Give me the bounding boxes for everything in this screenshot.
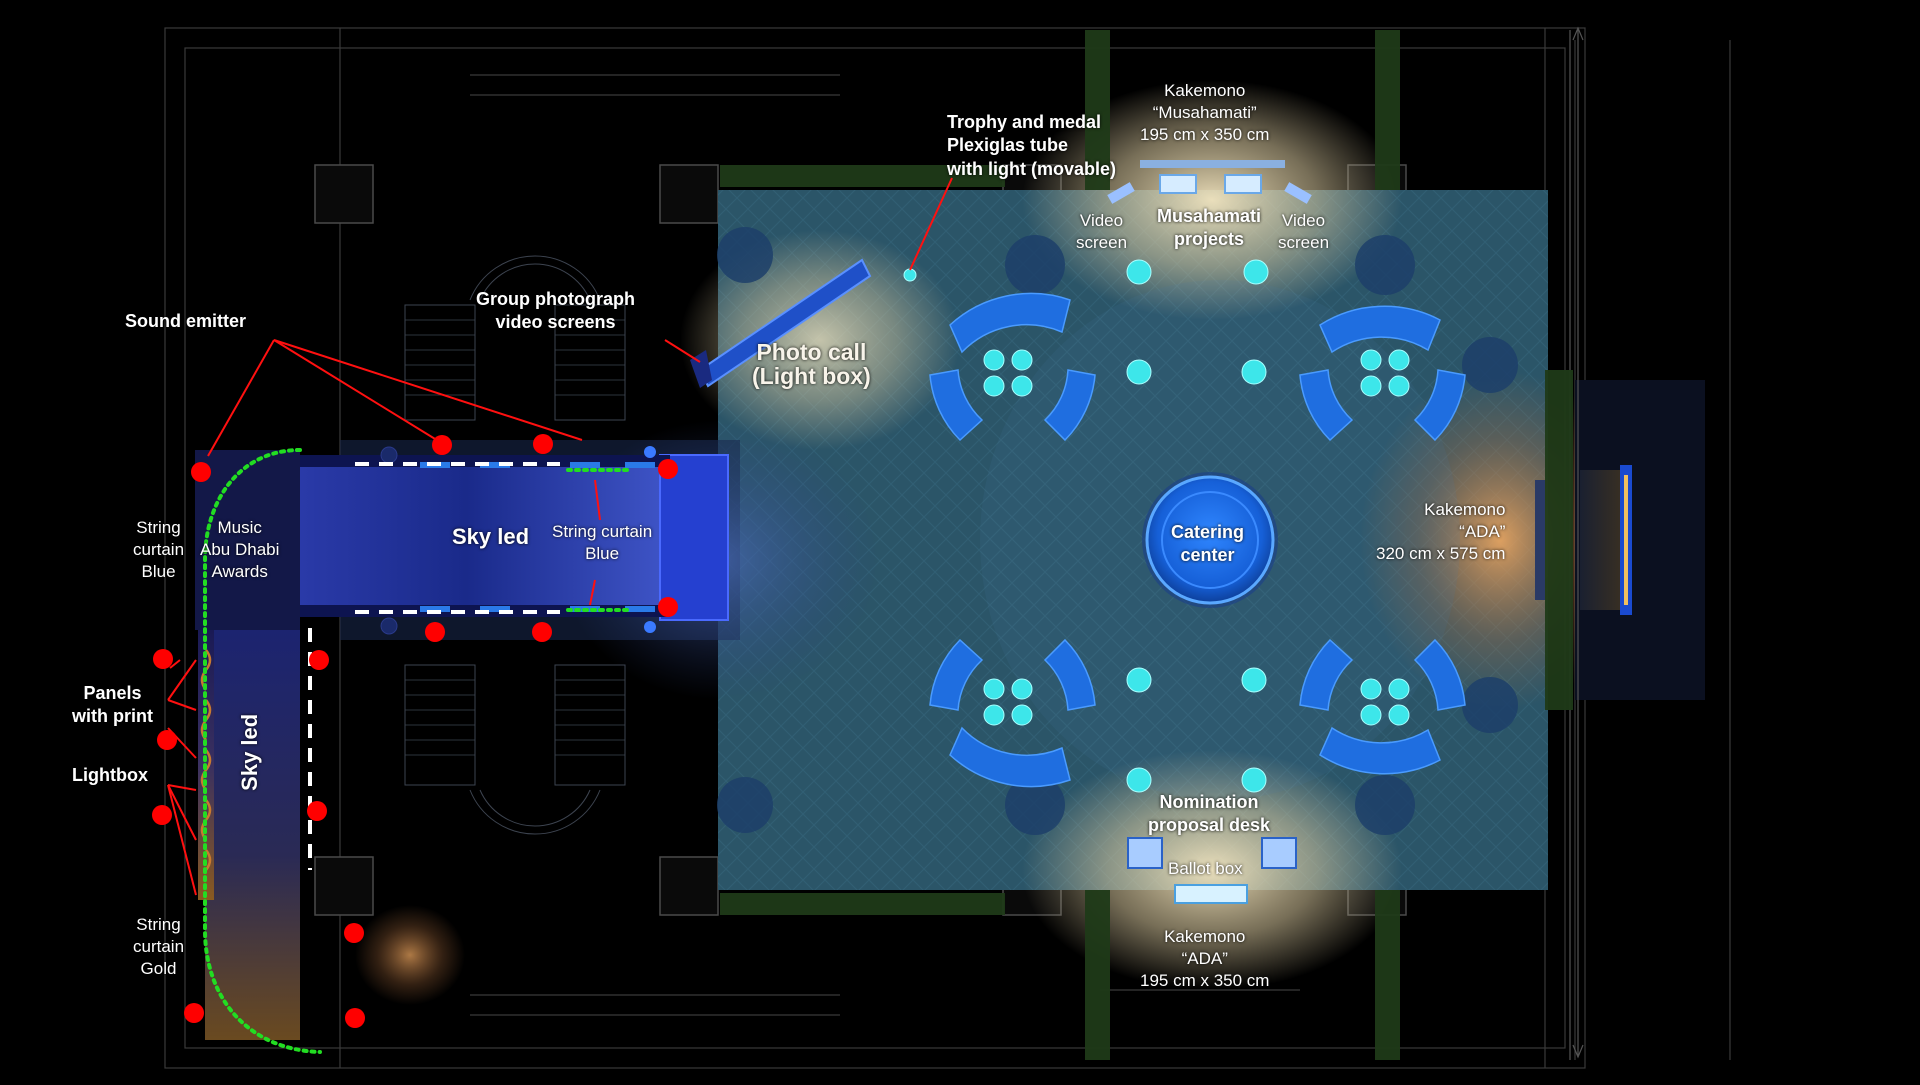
line-2: screen [1076,233,1128,253]
group-photograph-label: Group photograph video screens [476,288,635,335]
line-1: Photo call [756,339,867,365]
line-2: with print [72,706,153,727]
kakemono-bottom-label: Kakemono “ADA” 195 cm x 350 cm [1140,926,1269,992]
line-1: Kakemono [1164,927,1246,946]
string-curtain-gold-label: String curtain Gold [133,914,184,980]
string-curtain-blue-left-label: String curtain Blue [133,517,184,583]
line-2: Abu Dhabi [200,540,280,560]
lightbox-text: Lightbox [72,765,148,785]
line-3: Gold [140,959,177,979]
video-screen-right-label: Video screen [1278,210,1329,254]
line-1: Group photograph [476,289,635,309]
line-1: Trophy and medal [947,112,1102,132]
catering-center-label: Catering center [1171,521,1244,568]
sky-led-text: Sky led [452,524,530,549]
line-3: 320 cm x 575 cm [1376,544,1506,564]
line-1: Video [1281,211,1326,230]
line-1: Panels [83,683,142,703]
sky-led-horizontal [300,460,670,612]
sound-emitter-text: Sound emitter [125,311,247,331]
line-1: Catering [1171,522,1245,542]
line-2: “ADA” [1181,949,1228,969]
line-1: String [136,518,181,537]
line-1: Music [217,518,262,537]
panels-with-print-label: Panels with print [72,682,153,729]
line-2: “ADA” [1459,522,1506,542]
catering-center-table [1145,475,1275,605]
sky-led-vertical [205,630,300,1040]
line-1: String [136,915,181,934]
sound-emitter-label: Sound emitter [125,310,246,333]
music-awards-label: Music Abu Dhabi Awards [200,517,279,583]
line-2: (Light box) [752,363,871,390]
line-1: Musahamati [1157,206,1262,226]
line-1: Kakemono [1164,81,1246,100]
string-curtain-blue-center-label: String curtain Blue [552,521,652,565]
line-2: video screens [495,312,616,333]
line-3: Awards [211,562,268,582]
trophy-label: Trophy and medal Plexiglas tube with lig… [947,111,1116,181]
line-3: with light (movable) [947,158,1116,179]
video-screen-left-label: Video screen [1076,210,1127,254]
kakemono-right-label: Kakemono “ADA” 320 cm x 575 cm [1376,499,1505,565]
line-3: 195 cm x 350 cm [1140,971,1270,991]
ballot-box-label: Ballot box [1168,858,1243,880]
line-2: Plexiglas tube [947,135,1069,156]
lightbox-label: Lightbox [72,764,148,787]
line-2: Blue [585,544,620,564]
kakemono-top-label: Kakemono “Musahamati” 195 cm x 350 cm [1140,80,1269,146]
line-2: center [1180,545,1235,566]
line-2: projects [1174,229,1245,250]
line-2: curtain [133,540,185,560]
nomination-desk-label: Nomination proposal desk [1148,791,1270,838]
line-1: Kakemono [1424,500,1506,519]
sky-led-horizontal-label: Sky led [452,523,529,552]
sky-led-vertical-label: Sky led [236,714,265,791]
line-2: screen [1278,233,1330,253]
line-3: Blue [141,562,176,582]
line-1: String curtain [552,522,653,541]
line-1: Video [1079,211,1124,230]
line-2: curtain [133,937,185,957]
line-1: Nomination [1159,792,1259,812]
ballot-box-text: Ballot box [1168,859,1243,878]
photo-call-label: Photo call (Light box) [752,340,871,388]
musahamati-projects-label: Musahamati projects [1157,205,1261,252]
line-2: proposal desk [1148,815,1271,836]
line-3: 195 cm x 350 cm [1140,125,1270,145]
line-2: “Musahamati” [1152,103,1257,123]
sky-led-text: Sky led [237,713,263,791]
